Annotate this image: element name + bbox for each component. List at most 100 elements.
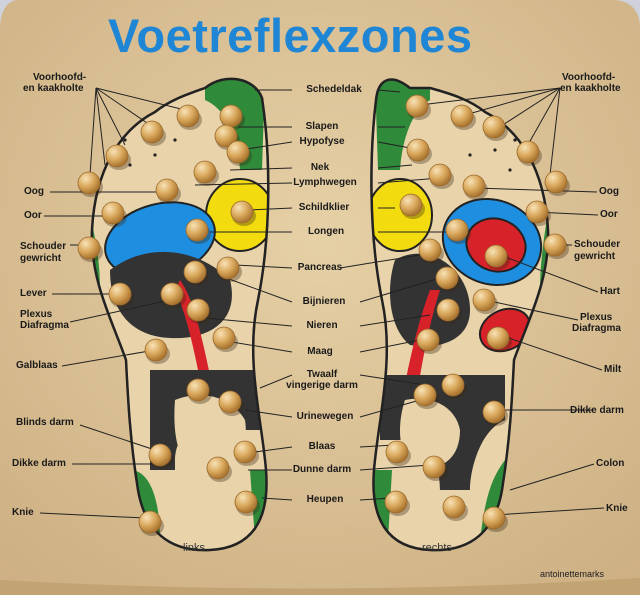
marker-dots (123, 138, 517, 172)
left-label-gewricht: gewricht (20, 253, 62, 264)
label-vingerige-darm: vingerige darm (286, 380, 358, 391)
massage-bead (450, 104, 474, 128)
massage-bead (138, 510, 162, 534)
left-label-schouder: Schouder (20, 241, 67, 252)
massage-bead (185, 218, 209, 242)
massage-bead (543, 233, 567, 257)
massage-bead (226, 140, 250, 164)
massage-bead (442, 495, 466, 519)
label-blaas: Blaas (308, 441, 336, 452)
massage-bead (418, 238, 442, 262)
massage-bead (484, 244, 508, 268)
label-lymphwegen: Lymphwegen (293, 177, 357, 188)
massage-bead (445, 218, 469, 242)
massage-bead (482, 400, 506, 424)
right-label-kaakholte: en kaakholte (560, 83, 621, 94)
label-nek: Nek (310, 162, 330, 173)
massage-bead (105, 144, 129, 168)
left-label-dikke-darm: Dikke darm (12, 458, 66, 469)
right-label-milt: Milt (604, 364, 622, 375)
left-intestine-hole (174, 395, 246, 470)
label-schildklier: Schildklier (298, 202, 350, 213)
right-label-dikke-darm: Dikke darm (570, 405, 624, 416)
left-label-plexus: Plexus (20, 309, 53, 320)
massage-bead (140, 120, 164, 144)
massage-bead (435, 266, 459, 290)
massage-bead (183, 260, 207, 284)
massage-bead (441, 373, 465, 397)
label-urinewegen: Urinewegen (296, 411, 354, 422)
massage-bead (219, 104, 243, 128)
right-label-schouder: Schouder (574, 239, 621, 250)
massage-bead (405, 94, 429, 118)
left-foot-caption: links (183, 542, 206, 554)
massage-bead (144, 338, 168, 362)
massage-bead (516, 140, 540, 164)
right-label-oog: Oog (599, 186, 619, 197)
massage-bead (436, 298, 460, 322)
massage-bead (462, 174, 486, 198)
massage-bead (472, 288, 496, 312)
board-edge (0, 578, 640, 595)
massage-bead (148, 443, 172, 467)
massage-bead (525, 200, 549, 224)
photo-credit: antoinettemarks (540, 569, 605, 579)
massage-bead (206, 456, 230, 480)
left-label-oor: Oor (24, 210, 42, 221)
massage-bead (406, 138, 430, 162)
massage-bead (155, 178, 179, 202)
massage-bead (193, 160, 217, 184)
left-hip-zone (250, 470, 269, 540)
massage-bead (160, 282, 184, 306)
right-foot-caption: rechts (422, 542, 452, 554)
massage-bead (233, 440, 257, 464)
wooden-beads (77, 94, 570, 536)
label-bijnieren: Bijnieren (302, 296, 346, 307)
right-label-plexus: Plexus (580, 312, 613, 323)
label-slapen: Slapen (305, 121, 339, 132)
massage-bead (216, 256, 240, 280)
right-intestine-hole (400, 398, 460, 469)
right-label-oor: Oor (600, 209, 618, 220)
massage-bead (214, 124, 238, 148)
massage-bead (77, 236, 101, 260)
right-label-voorhoofd: Voorhoofd- (562, 72, 616, 83)
left-label-oog: Oog (24, 186, 44, 197)
massage-bead (385, 440, 409, 464)
label-twaalf: Twaalf (306, 369, 338, 380)
massage-bead (482, 115, 506, 139)
board-title: Voetreflexzones (108, 9, 473, 62)
massage-bead (212, 326, 236, 350)
massage-bead (399, 193, 423, 217)
massage-bead (234, 490, 258, 514)
massage-bead (486, 326, 510, 350)
right-label-hart: Hart (600, 286, 621, 297)
massage-bead (101, 201, 125, 225)
label-schedeldak: Schedeldak (306, 84, 362, 95)
leader-lines (39, 87, 605, 519)
label-dunne-darm: Dunne darm (292, 464, 352, 475)
massage-bead (218, 390, 242, 414)
label-hypofyse: Hypofyse (299, 136, 345, 147)
massage-bead (482, 506, 506, 530)
left-label-kaakholte: en kaakholte (23, 83, 84, 94)
label-maag: Maag (307, 346, 333, 357)
label-nieren: Nieren (306, 320, 338, 331)
right-label-gewricht: gewricht (574, 251, 616, 262)
label-longen: Longen (307, 226, 345, 237)
left-label-voorhoofd: Voorhoofd- (33, 72, 87, 83)
label-pancreas: Pancreas (297, 262, 343, 273)
massage-bead (422, 455, 446, 479)
massage-bead (413, 383, 437, 407)
massage-bead (384, 490, 408, 514)
left-label-knie: Knie (12, 507, 34, 518)
massage-bead (108, 282, 132, 306)
massage-bead (230, 200, 254, 224)
left-label-diafragma: Diafragma (20, 320, 69, 331)
massage-bead (544, 170, 568, 194)
left-label-galblaas: Galblaas (16, 360, 58, 371)
right-label-knie: Knie (606, 503, 628, 514)
massage-bead (186, 298, 210, 322)
